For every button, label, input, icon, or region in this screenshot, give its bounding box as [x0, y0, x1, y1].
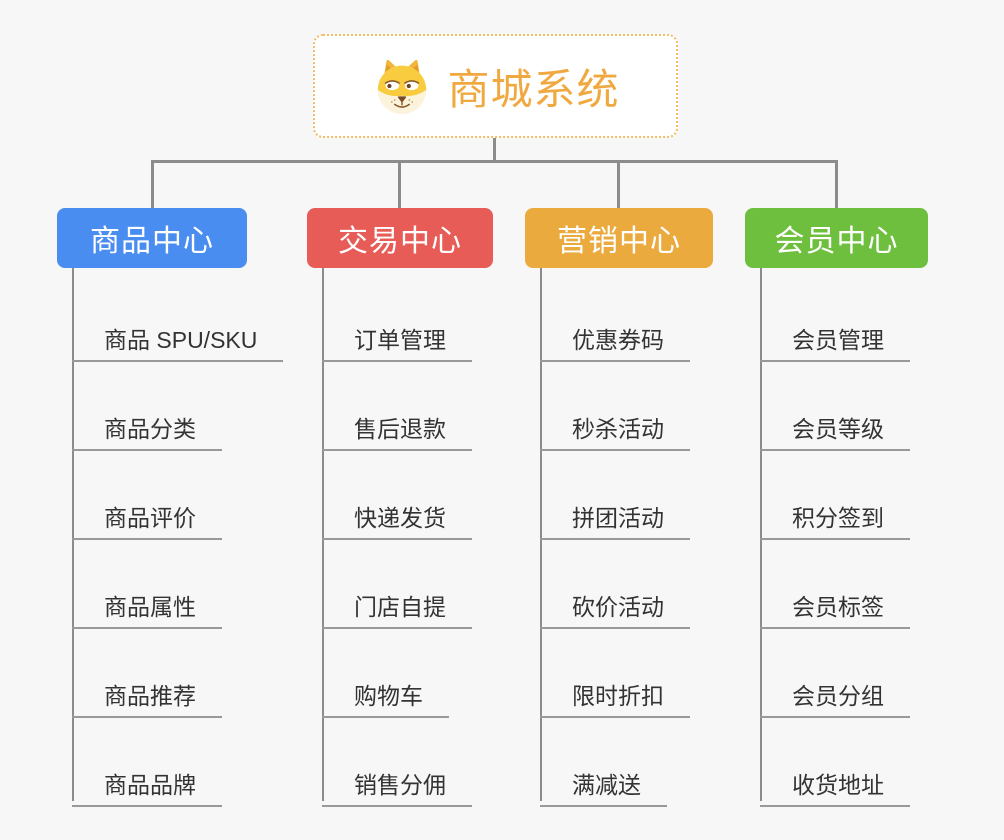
leaf-node[interactable]: 会员标签 [760, 584, 910, 629]
branch-header-marketing[interactable]: 营销中心 [525, 208, 713, 268]
connector-drop-member [835, 160, 838, 208]
leaf-node[interactable]: 满减送 [540, 762, 667, 807]
leaf-node[interactable]: 销售分佣 [322, 762, 472, 807]
leaf-node[interactable]: 拼团活动 [540, 495, 690, 540]
root-title: 商城系统 [447, 65, 620, 113]
root-node[interactable]: 商城系统 [313, 34, 678, 138]
leaf-node[interactable]: 商品推荐 [72, 673, 222, 718]
branch-header-product[interactable]: 商品中心 [57, 208, 247, 268]
leaf-node[interactable]: 售后退款 [322, 406, 472, 451]
leaf-node[interactable]: 优惠券码 [540, 317, 690, 362]
leaf-node[interactable]: 商品品牌 [72, 762, 222, 807]
connector-root-stub [493, 138, 496, 162]
leaf-node[interactable]: 会员分组 [760, 673, 910, 718]
leaf-node[interactable]: 商品分类 [72, 406, 222, 451]
connector-trunk-product [72, 268, 74, 801]
leaf-node[interactable]: 订单管理 [322, 317, 472, 362]
leaf-node[interactable]: 会员等级 [760, 406, 910, 451]
connector-trunk-member [760, 268, 762, 801]
leaf-node[interactable]: 会员管理 [760, 317, 910, 362]
leaf-node[interactable]: 购物车 [322, 673, 449, 718]
connector-drop-trade [398, 160, 401, 208]
connector-bus [151, 160, 838, 163]
leaf-node[interactable]: 商品评价 [72, 495, 222, 540]
leaf-node[interactable]: 快递发货 [322, 495, 472, 540]
leaf-node[interactable]: 商品属性 [72, 584, 222, 629]
leaf-node[interactable]: 积分签到 [760, 495, 910, 540]
branch-header-member[interactable]: 会员中心 [745, 208, 928, 268]
connector-drop-product [151, 160, 154, 208]
connector-trunk-marketing [540, 268, 542, 801]
doge-icon [378, 59, 427, 115]
branch-header-trade[interactable]: 交易中心 [307, 208, 493, 268]
connector-trunk-trade [322, 268, 324, 801]
leaf-node[interactable]: 秒杀活动 [540, 406, 690, 451]
leaf-node[interactable]: 门店自提 [322, 584, 472, 629]
connector-drop-marketing [617, 160, 620, 208]
leaf-node[interactable]: 收货地址 [760, 762, 910, 807]
leaf-node[interactable]: 商品 SPU/SKU [72, 317, 284, 362]
leaf-node[interactable]: 砍价活动 [540, 584, 690, 629]
leaf-node[interactable]: 限时折扣 [540, 673, 690, 718]
